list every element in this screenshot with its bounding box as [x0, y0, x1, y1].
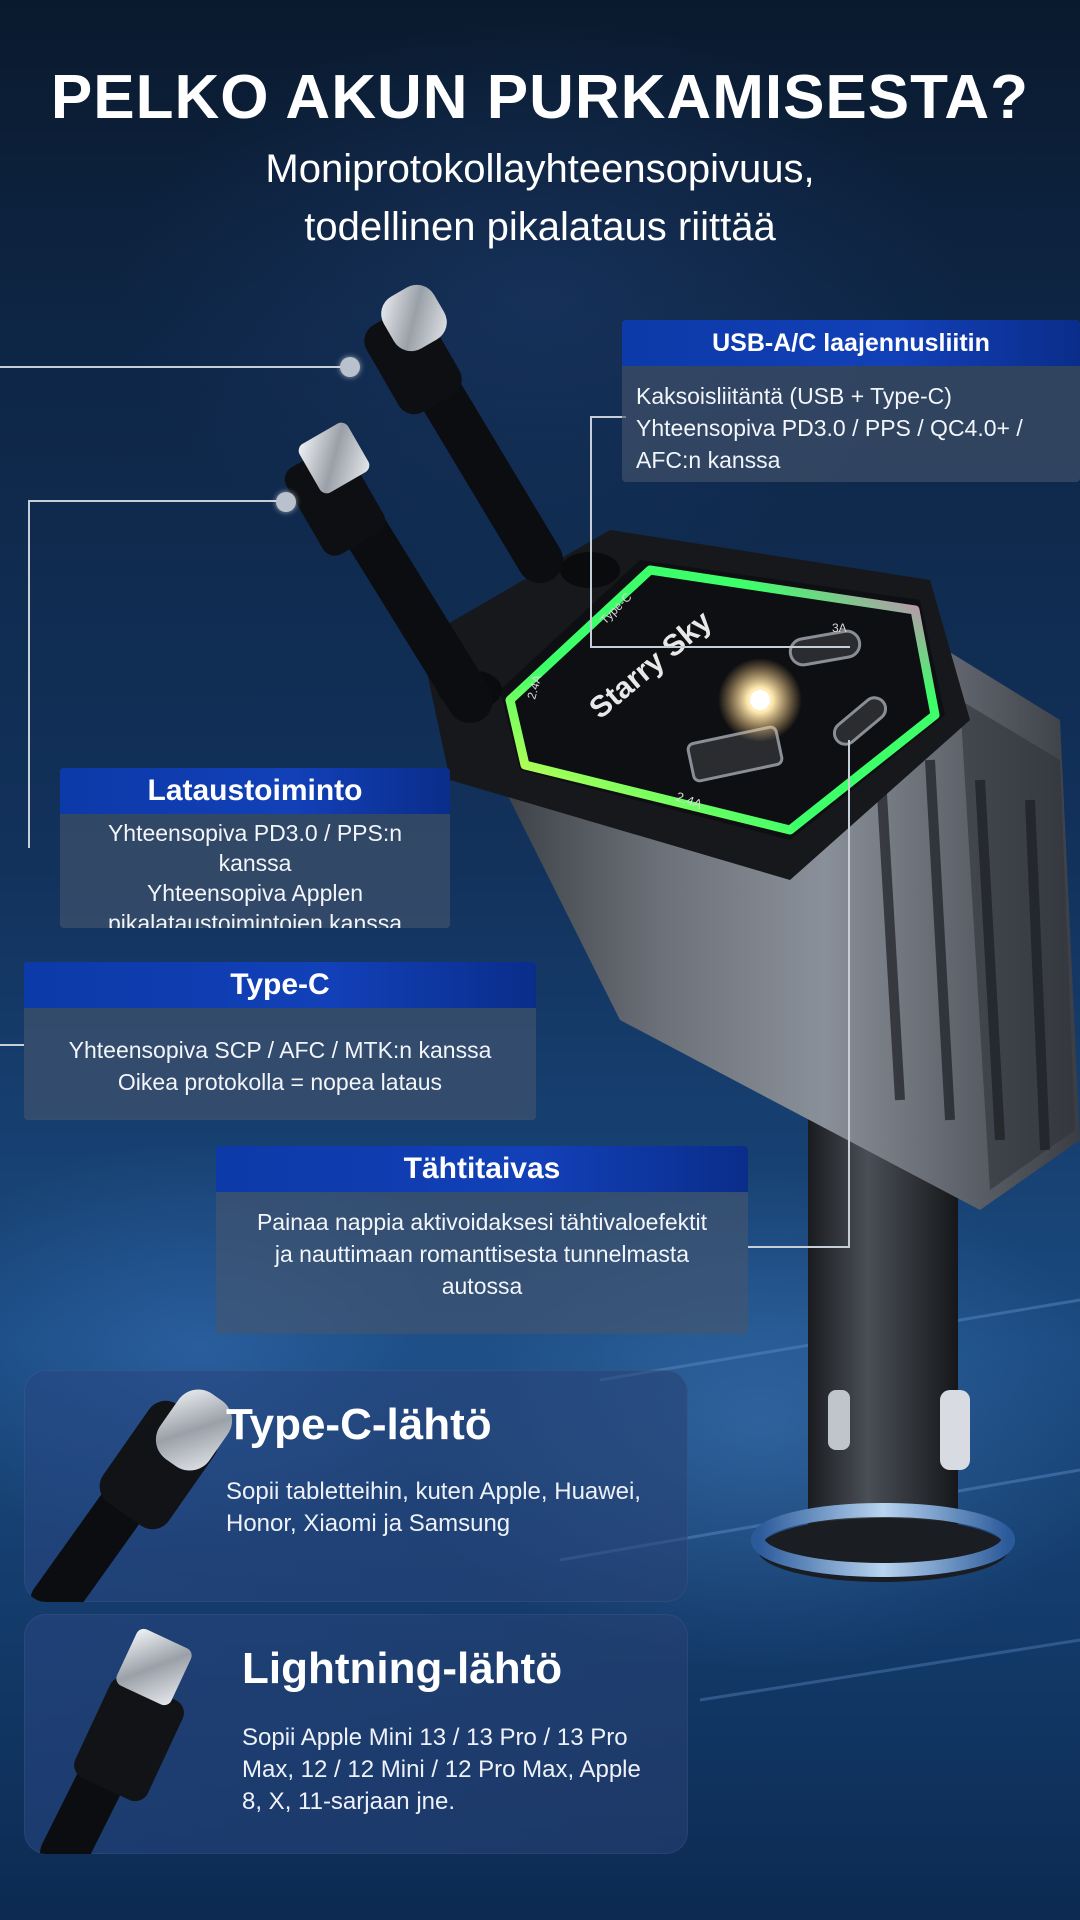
feature-lightning-line2: Max, 12 / 12 Mini / 12 Pro Max, Apple: [242, 1756, 641, 1783]
feature-lightning-line1: Sopii Apple Mini 13 / 13 Pro / 13 Pro: [242, 1724, 628, 1751]
feature-type-c-title: Type-C-lähtö: [226, 1400, 492, 1449]
callout-usb-ac-line3: AFC:n kanssa: [636, 447, 781, 473]
page-title: PELKO AKUN PURKAMISESTA?: [50, 63, 1030, 132]
callout-charging-line2: Yhteensopiva Applen: [146, 880, 364, 906]
callout-type-c: Type-C Yhteensopiva SCP / AFC / MTK:n ka…: [24, 962, 536, 1120]
callout-type-c-line2: Oikea protokolla = nopea lataus: [117, 1069, 443, 1095]
feature-type-c-text: Sopii tabletteihin, kuten Apple, Huawei,…: [226, 1476, 641, 1540]
callout-type-c-body: Yhteensopiva SCP / AFC / MTK:n kanssa Oi…: [24, 1008, 536, 1108]
callout-usb-ac: USB-A/C laajennusliitin Kaksoisliitäntä …: [622, 320, 1080, 482]
callout-line-usbac-2: [590, 646, 850, 648]
callout-starry-sky: Tähtitaivas Painaa nappia aktivoidaksesi…: [216, 1146, 748, 1334]
page-subtitle: Moniprotokollayhteensopivuus, todellinen…: [0, 140, 1080, 256]
callout-charging-body: Yhteensopiva PD3.0 / PPS:n kanssa Yhteen…: [60, 814, 450, 928]
callout-starry-sky-line3: autossa: [441, 1273, 523, 1299]
callout-type-c-line1: Yhteensopiva SCP / AFC / MTK:n kanssa: [68, 1037, 492, 1063]
callout-line-top: [0, 366, 350, 368]
subtitle-line-2: todellinen pikalataus riittää: [304, 205, 776, 249]
callout-starry-sky-line1: Painaa nappia aktivoidaksesi tähtivaloef…: [256, 1209, 708, 1235]
feature-card-lightning: Lightning-lähtö Sopii Apple Mini 13 / 13…: [24, 1614, 688, 1854]
callout-starry-sky-line2: ja nauttimaan romanttisesta tunnelmasta: [274, 1241, 690, 1267]
callout-charging: Lataustoiminto Yhteensopiva PD3.0 / PPS:…: [60, 768, 450, 928]
callout-starry-sky-title: Tähtitaivas: [216, 1146, 748, 1192]
callout-dot-2: [276, 492, 296, 512]
callout-line-usbac: [590, 416, 626, 646]
feature-card-type-c: Type-C-lähtö Sopii tabletteihin, kuten A…: [24, 1370, 688, 1602]
feature-lightning-text: Sopii Apple Mini 13 / 13 Pro / 13 Pro Ma…: [242, 1722, 641, 1818]
callout-usb-ac-line2: Yhteensopiva PD3.0 / PPS / QC4.0+ /: [636, 415, 1023, 441]
feature-type-c-line1: Sopii tabletteihin, kuten Apple, Huawei,: [226, 1478, 641, 1505]
callout-type-c-title: Type-C: [24, 962, 536, 1008]
callout-dot-1: [340, 357, 360, 377]
callout-line-typec: [0, 1044, 24, 1046]
callout-starry-sky-body: Painaa nappia aktivoidaksesi tähtivaloef…: [216, 1192, 748, 1312]
callout-charging-title: Lataustoiminto: [60, 768, 450, 814]
subtitle-line-1: Moniprotokollayhteensopivuus,: [265, 147, 815, 191]
callout-line-charging: [28, 500, 290, 848]
type-c-plug-icon: [30, 1389, 233, 1602]
feature-type-c-line2: Honor, Xiaomi ja Samsung: [226, 1510, 511, 1537]
feature-lightning-title: Lightning-lähtö: [242, 1644, 563, 1693]
callout-usb-ac-line1: Kaksoisliitäntä (USB + Type-C): [636, 383, 952, 409]
lightning-plug-icon: [40, 1628, 192, 1854]
callout-charging-line1: Yhteensopiva PD3.0 / PPS:n kanssa: [107, 820, 403, 876]
callout-usb-ac-body: Kaksoisliitäntä (USB + Type-C) Yhteensop…: [622, 366, 1080, 482]
feature-lightning-line3: 8, X, 11-sarjaan jne.: [242, 1788, 456, 1815]
side-rating-label: 2.4A: [524, 673, 544, 700]
callout-charging-line3: pikalataustoimintojen kanssa: [107, 910, 403, 928]
callout-usb-ac-title: USB-A/C laajennusliitin: [622, 320, 1080, 366]
callout-line-starry: [748, 740, 850, 1248]
c-rating-label: 3A: [832, 621, 847, 635]
